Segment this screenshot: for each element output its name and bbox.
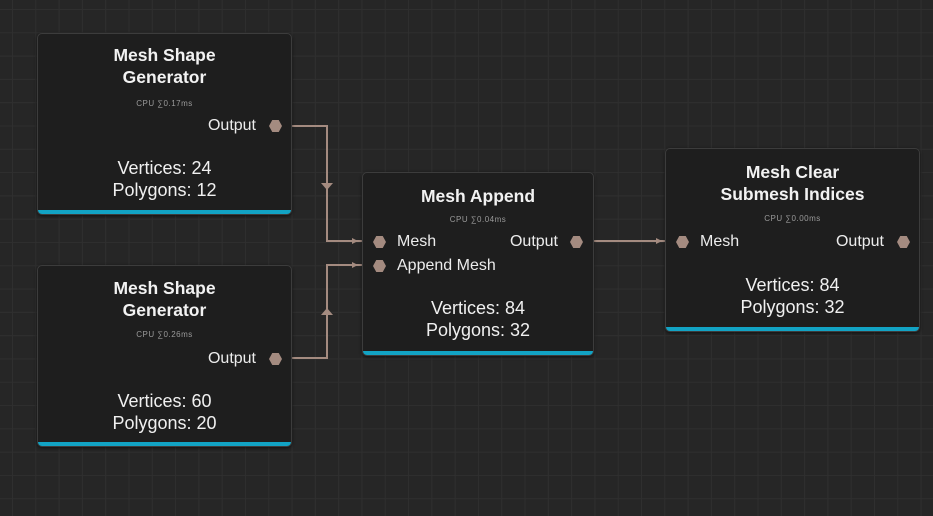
- vertices-count: Vertices: 84: [430, 298, 526, 318]
- cpu-timing: CPU ∑0.26ms: [136, 330, 193, 339]
- node-title: Mesh Append: [363, 185, 593, 207]
- vertices-count: Vertices: 60: [117, 391, 212, 411]
- node-title: Mesh Shape Generator: [38, 44, 291, 88]
- cpu-timing: CPU ∑0.04ms: [449, 215, 507, 224]
- vertices-count: Vertices: 24: [117, 158, 212, 178]
- vertices-count: Vertices: 84: [745, 275, 840, 295]
- input-pin-append-mesh[interactable]: [373, 260, 386, 272]
- output-port-label: Output: [835, 233, 884, 250]
- wire-arrow-right: [352, 238, 358, 244]
- output-pin[interactable]: [269, 353, 282, 365]
- wire-arrow-up: [321, 308, 333, 315]
- polygons-count: Polygons: 32: [740, 297, 845, 317]
- output-pin[interactable]: [897, 236, 910, 248]
- output-pin[interactable]: [269, 120, 282, 132]
- input-port-label-append-mesh: Append Mesh: [397, 257, 496, 274]
- node-accent-bar: [38, 442, 291, 446]
- node-accent-bar: [666, 327, 919, 331]
- wire-arrow-right: [656, 238, 662, 244]
- mesh-stats: Vertices: 24 Polygons: 12: [38, 157, 291, 201]
- node-title-line: Generator: [122, 300, 207, 320]
- node-title: Mesh Clear Submesh Indices: [666, 161, 919, 205]
- node-title-line: Submesh Indices: [720, 184, 865, 204]
- polygons-count: Polygons: 20: [112, 413, 217, 433]
- input-port-label-mesh: Mesh: [397, 233, 437, 250]
- output-port-label: Output: [207, 350, 256, 367]
- input-pin-mesh[interactable]: [676, 236, 689, 248]
- output-port-label: Output: [509, 233, 558, 250]
- node-accent-bar: [363, 351, 593, 355]
- polygons-count: Polygons: 12: [112, 180, 217, 200]
- output-pin[interactable]: [570, 236, 583, 248]
- cpu-timing: CPU ∑0.17ms: [136, 99, 193, 108]
- input-port-label-mesh: Mesh: [700, 233, 740, 250]
- mesh-stats: Vertices: 60 Polygons: 20: [38, 390, 291, 434]
- node-mesh-append[interactable]: Mesh Append CPU ∑0.04ms Mesh Append Mesh…: [362, 172, 594, 356]
- node-title-line: Mesh Shape: [113, 278, 216, 298]
- node-title-line: Mesh Shape: [113, 45, 216, 65]
- polygons-count: Polygons: 32: [425, 320, 531, 340]
- node-title-line: Mesh Append: [420, 186, 536, 206]
- wire-shape2-to-append-append-mesh: [282, 264, 362, 359]
- output-port-label: Output: [207, 117, 256, 134]
- wire-arrow-down: [321, 183, 333, 190]
- node-accent-bar: [38, 210, 291, 214]
- node-mesh-shape-generator-2[interactable]: Mesh Shape Generator CPU ∑0.26ms Output …: [37, 265, 292, 447]
- input-pin-mesh[interactable]: [373, 236, 386, 248]
- node-mesh-clear-submesh-indices[interactable]: Mesh Clear Submesh Indices CPU ∑0.00ms M…: [665, 148, 920, 332]
- node-title-line: Mesh Clear: [745, 162, 840, 182]
- node-mesh-shape-generator-1[interactable]: Mesh Shape Generator CPU ∑0.17ms Output …: [37, 33, 292, 215]
- mesh-stats: Vertices: 84 Polygons: 32: [666, 274, 919, 318]
- node-title-line: Generator: [122, 67, 207, 87]
- cpu-timing: CPU ∑0.00ms: [764, 214, 821, 223]
- mesh-stats: Vertices: 84 Polygons: 32: [363, 297, 593, 341]
- node-title: Mesh Shape Generator: [38, 277, 291, 321]
- wire-shape1-to-append-mesh: [282, 125, 362, 242]
- wire-arrow-right: [352, 262, 358, 268]
